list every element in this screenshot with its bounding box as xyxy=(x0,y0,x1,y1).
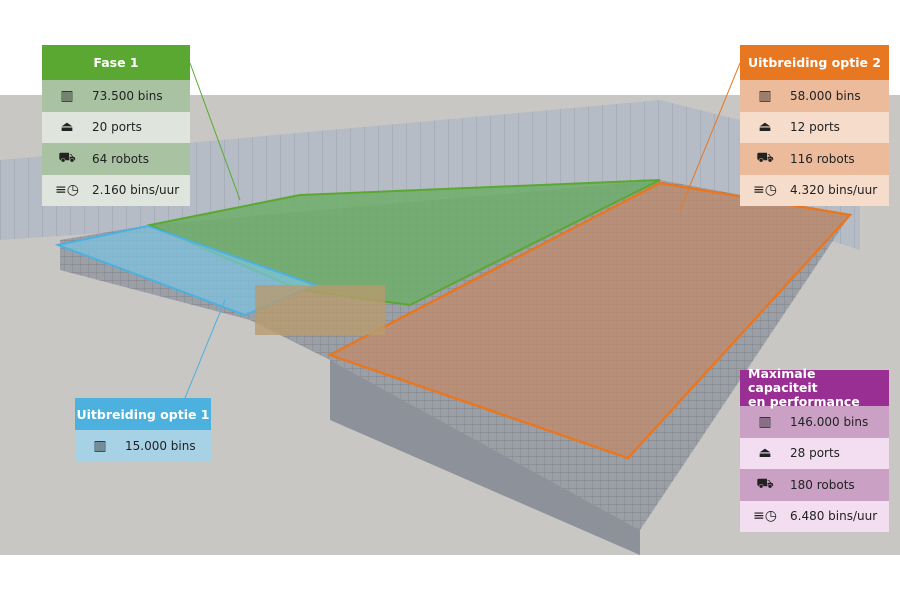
max-ports: 28 ports xyxy=(790,446,840,461)
bins-icon: ▥ xyxy=(758,413,772,430)
optie2-bins: 58.000 bins xyxy=(790,88,861,103)
optie1-bins: 15.000 bins xyxy=(125,438,196,453)
optie2-row-robots: ⛟ 116 robots xyxy=(740,143,889,175)
optie2-rate: 4.320 bins/uur xyxy=(790,183,878,198)
optie2-row-ports: ⏏ 12 ports xyxy=(740,111,889,143)
optie1-leader xyxy=(184,299,226,399)
fase1-title: Fase 1 xyxy=(42,45,190,80)
fase1-bins: 73.500 bins xyxy=(92,88,163,103)
platform xyxy=(255,285,385,335)
max-row-ports: ⏏ 28 ports xyxy=(740,437,889,469)
clock-speed-icon: ≡◷ xyxy=(55,182,79,199)
port-icon: ⏏ xyxy=(60,119,74,136)
optie1-title: Uitbreiding optie 1 xyxy=(75,398,211,430)
fase1-leader xyxy=(189,62,241,201)
bins-icon: ▥ xyxy=(93,437,107,454)
robot-icon: ⛟ xyxy=(756,475,774,492)
robot-icon: ⛟ xyxy=(58,149,76,166)
clock-speed-icon: ≡◷ xyxy=(753,508,777,525)
port-icon: ⏏ xyxy=(758,119,772,136)
optie2-panel: Uitbreiding optie 2 ▥ 58.000 bins ⏏ 12 por… xyxy=(740,45,889,206)
optie1-row-bins: ▥ 15.000 bins xyxy=(75,430,211,462)
optie2-title: Uitbreiding optie 2 xyxy=(740,45,889,80)
bins-icon: ▥ xyxy=(758,87,772,104)
max-row-robots: ⛟ 180 robots xyxy=(740,469,889,501)
max-bins: 146.000 bins xyxy=(790,414,869,429)
fase1-rate: 2.160 bins/uur xyxy=(92,183,180,198)
fase1-row-robots: ⛟ 64 robots xyxy=(42,143,190,175)
fase1-row-ports: ⏏ 20 ports xyxy=(42,111,190,143)
clock-speed-icon: ≡◷ xyxy=(753,182,777,199)
bins-icon: ▥ xyxy=(60,87,74,104)
max-title-line2: en performance xyxy=(748,394,860,409)
max-robots: 180 robots xyxy=(790,477,855,492)
max-row-rate: ≡◷ 6.480 bins/uur xyxy=(740,500,889,532)
fase1-row-bins: ▥ 73.500 bins xyxy=(42,80,190,112)
optie1-panel: Uitbreiding optie 1 ▥ 15.000 bins xyxy=(75,398,211,462)
fase1-panel: Fase 1 ▥ 73.500 bins ⏏ 20 ports ⛟ 64 robots… xyxy=(42,45,190,206)
optie2-robots: 116 robots xyxy=(790,151,855,166)
optie2-leader xyxy=(679,62,741,211)
fase1-ports: 20 ports xyxy=(92,120,142,135)
max-title-line1: Maximale capaciteit xyxy=(748,366,818,395)
optie2-row-bins: ▥ 58.000 bins xyxy=(740,80,889,112)
max-row-bins: ▥ 146.000 bins xyxy=(740,406,889,438)
max-rate: 6.480 bins/uur xyxy=(790,509,878,524)
optie2-area xyxy=(330,183,850,458)
optie2-row-rate: ≡◷ 4.320 bins/uur xyxy=(740,174,889,206)
fase1-row-rate: ≡◷ 2.160 bins/uur xyxy=(42,174,190,206)
fase1-robots: 64 robots xyxy=(92,151,150,166)
optie1-area xyxy=(58,226,315,315)
robot-icon: ⛟ xyxy=(756,149,774,166)
port-icon: ⏏ xyxy=(758,445,772,462)
optie2-ports: 12 ports xyxy=(790,120,840,135)
